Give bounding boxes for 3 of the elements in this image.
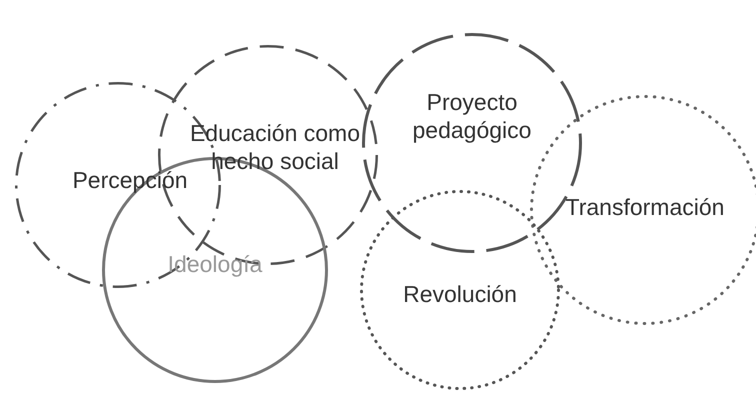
circle-label: Revolución [402, 280, 518, 308]
circle-label: Transformación [564, 193, 726, 221]
circle-label: Proyecto pedagógico [412, 88, 532, 144]
